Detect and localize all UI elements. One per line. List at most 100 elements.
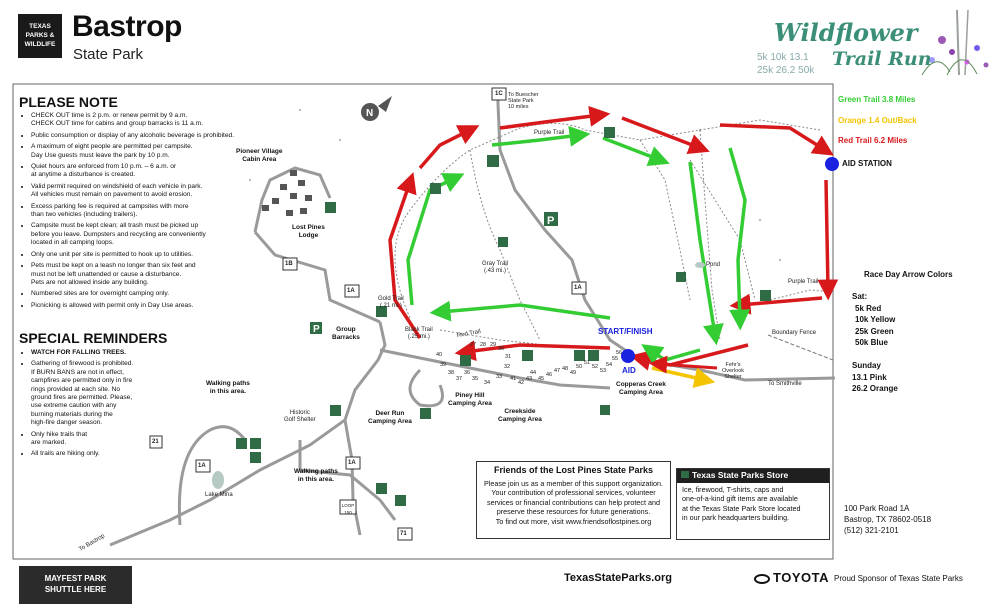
please-note-item: Valid permit required on windshield of e…	[31, 183, 264, 200]
hwy-1a-south: 1A	[198, 463, 206, 469]
campsite-number: 28	[480, 342, 487, 348]
lake-mina	[212, 471, 224, 489]
boundary-fence-label: Boundary Fence	[772, 330, 817, 336]
special-line: WATCH FOR FALLING TREES.	[31, 349, 127, 356]
gray-trail-label: Gray Trail(.43 mi.)	[482, 261, 509, 274]
hwy-71: 71	[400, 531, 407, 537]
please-note-line: Quiet hours are enforced from 10 p.m. – …	[31, 163, 177, 171]
special-line: Gathering of firewood is prohibited.	[31, 360, 134, 368]
toyota-logo: TOYOTA	[754, 570, 829, 585]
campsite-number: 54	[606, 362, 613, 368]
campsite-number: 34	[484, 380, 491, 386]
please-note-line: than two vehicles (including trailers).	[31, 211, 138, 219]
store-line-2: one-of-a-kind gift items are available	[682, 494, 798, 503]
logo-line-1: TEXAS	[29, 23, 51, 30]
campsite-number: 51	[584, 360, 591, 366]
aid-station-label: AID STATION	[842, 159, 892, 168]
website-link[interactable]: TexasStateParks.org	[564, 572, 673, 584]
campsite-number: 48	[562, 366, 569, 372]
special-item: All trails are hiking only.	[31, 450, 159, 458]
special-item: WATCH FOR FALLING TREES.	[31, 349, 159, 357]
campsite-number: 46	[546, 372, 553, 378]
lake-mina-label: Lake Mina	[205, 492, 233, 498]
campsite-number: 35	[472, 376, 479, 382]
svg-text:P: P	[313, 324, 320, 335]
friends-more[interactable]: To find out more, visit www.friendsoflos…	[495, 516, 652, 526]
parking-icon-barracks: P	[310, 322, 322, 335]
hwy-1b: 1B	[285, 261, 293, 267]
campsite-number: 30	[498, 346, 505, 352]
friends-line-1: Please join us as a member of this suppo…	[484, 478, 663, 488]
campsite-number: 37	[456, 376, 463, 382]
to-smithville-label: To Smithville	[768, 381, 802, 387]
race-logo-line2: Trail Run	[832, 48, 932, 70]
saturday-arrows: Sat: 5k Red 10k Yellow 25k Green 50k Blu…	[852, 292, 896, 347]
purple-trail-label-north: Purple Trail	[534, 130, 565, 136]
campsite-number: 53	[600, 368, 607, 374]
svg-text:N: N	[366, 108, 373, 119]
orange-trail-info: Orange 1.4 Out/Back	[838, 116, 917, 125]
please-note-line: Public consumption or display of any alc…	[31, 131, 235, 139]
campsite-number: 38	[448, 370, 455, 376]
please-note-item: Public consumption or display of any alc…	[31, 132, 264, 140]
special-line: campfires are permitted only in fire	[31, 377, 133, 385]
special-item: Gathering of firewood is prohibited.If B…	[31, 360, 159, 427]
arrow-colors-title: Race Day Arrow Colors	[864, 270, 953, 279]
campsite-number: 56	[616, 350, 623, 356]
campsite-number: 31	[505, 354, 512, 360]
please-note-item: Campsite must be kept clean; all trash m…	[31, 222, 264, 247]
purple-trail-label: Purple Trail	[788, 279, 819, 285]
black-trail-label: Black Trail(.25 mi.)	[405, 327, 433, 340]
campsite-number: 41	[510, 376, 517, 382]
please-note-item: Pets must be kept on a leash no longer t…	[31, 262, 264, 287]
store-box: Texas State Parks Store Ice, firewood, T…	[676, 468, 830, 540]
store-title: Texas State Parks Store	[692, 470, 789, 480]
please-note-line: Pets are not allowed inside any building…	[31, 278, 149, 286]
campsite-number: 33	[496, 374, 503, 380]
please-note-item: Picnicking is allowed with permit only i…	[31, 302, 264, 310]
highway-shields	[149, 87, 587, 541]
park-address: 100 Park Road 1A Bastrop, TX 78602-0518 …	[844, 503, 931, 536]
campsite-number: 39	[440, 362, 447, 368]
please-note-line: Only one unit per site is permitted to h…	[31, 250, 193, 258]
cabin-icons	[262, 170, 312, 216]
shuttle-badge: MAYFEST PARK SHUTTLE HERE	[19, 566, 132, 604]
please-note-line: Excess parking fee is required at campsi…	[31, 202, 189, 210]
please-note-line: CHECK OUT time for cabins and group barr…	[31, 120, 203, 128]
hwy-1a-mid: 1A	[348, 460, 356, 466]
terrain-texture	[248, 108, 782, 262]
campsite-number: 43	[526, 376, 533, 382]
please-note-line: Day Use guests must leave the park by 10…	[31, 151, 170, 159]
shuttle-line-2: SHUTTLE HERE	[44, 585, 107, 594]
please-note-item: Numbered sites are for overnight camping…	[31, 290, 264, 298]
please-note-line: A maximum of eight people are permitted …	[31, 143, 193, 151]
please-note-line: Valid permit required on windshield of e…	[31, 182, 203, 190]
campsite-number: 29	[490, 342, 497, 348]
address-line-1: 100 Park Road 1A	[844, 504, 910, 513]
friends-line-3: services or financial contributions can …	[487, 497, 660, 507]
please-note-item: A maximum of eight people are permitted …	[31, 143, 264, 160]
campsite-number: 55	[612, 356, 619, 362]
special-line: Only hike trails that	[31, 430, 88, 438]
aid-station-marker[interactable]	[825, 157, 839, 171]
address-line-3: (512) 321-2101	[844, 526, 899, 535]
special-line: are marked.	[31, 439, 67, 447]
address-line-2: Bastrop, TX 78602-0518	[844, 515, 932, 524]
red-route	[388, 105, 839, 371]
campsite-number: 42	[518, 380, 525, 386]
please-note-line: located in all camping loops.	[31, 239, 114, 247]
please-note-line: must not be left unattended or cause a d…	[31, 270, 182, 278]
please-note-list: CHECK OUT time is 2 p.m. or renew permit…	[19, 112, 264, 313]
start-finish-marker[interactable]	[621, 349, 635, 363]
campsite-number: 45	[538, 376, 545, 382]
